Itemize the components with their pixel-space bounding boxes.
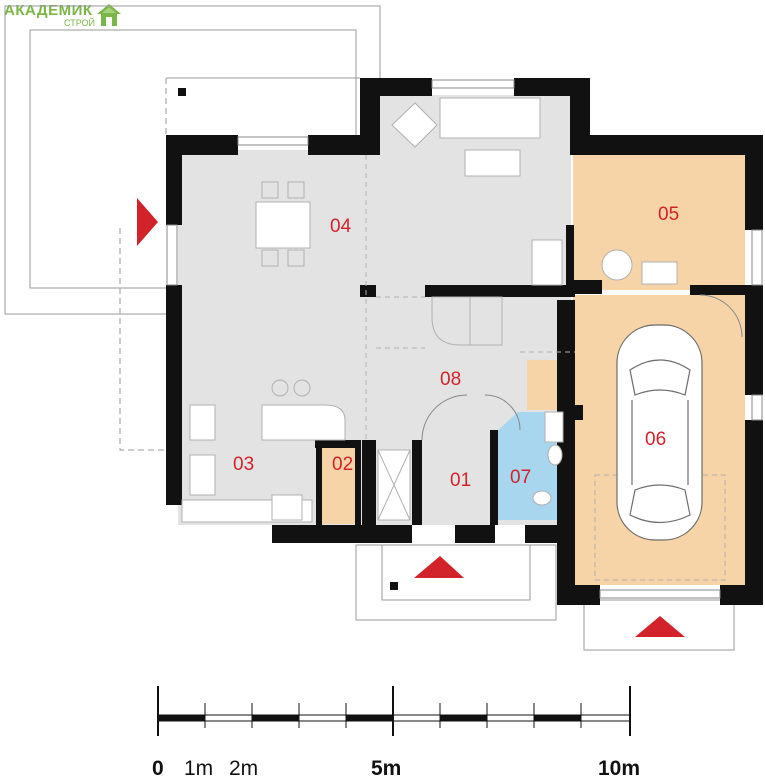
entrance-markers [137, 198, 685, 637]
scale-label-5m: 5m [371, 757, 401, 777]
room-label-01: 01 [450, 470, 471, 491]
walls [166, 78, 763, 605]
scale-label-1m: 1m [184, 757, 213, 777]
room-02-floor [320, 444, 358, 524]
windows [166, 79, 763, 599]
room-label-08: 08 [440, 369, 461, 390]
scale-label-2m: 2m [229, 757, 258, 777]
room-label-02: 02 [332, 454, 353, 475]
interior-details [181, 97, 743, 581]
room-label-04: 04 [330, 216, 352, 237]
logo-subtitle: СТРОЙ [64, 18, 95, 28]
room-label-06: 06 [645, 429, 666, 450]
logo-house-icon [96, 4, 121, 26]
entrance-arrow-icon [414, 556, 464, 578]
room-label-03: 03 [233, 454, 254, 475]
scale-bar: 0 1m 2m 5m 10m [152, 686, 640, 777]
scale-label-10m: 10m [598, 757, 640, 777]
entrance-arrow-icon [635, 616, 685, 637]
room-label-07: 07 [510, 467, 531, 488]
entrance-arrow-icon [137, 198, 158, 246]
room-label-05: 05 [658, 204, 679, 225]
room-labels: 04 05 08 06 03 02 01 07 [233, 204, 679, 491]
car-icon [616, 324, 703, 541]
scale-label-0: 0 [152, 757, 164, 777]
